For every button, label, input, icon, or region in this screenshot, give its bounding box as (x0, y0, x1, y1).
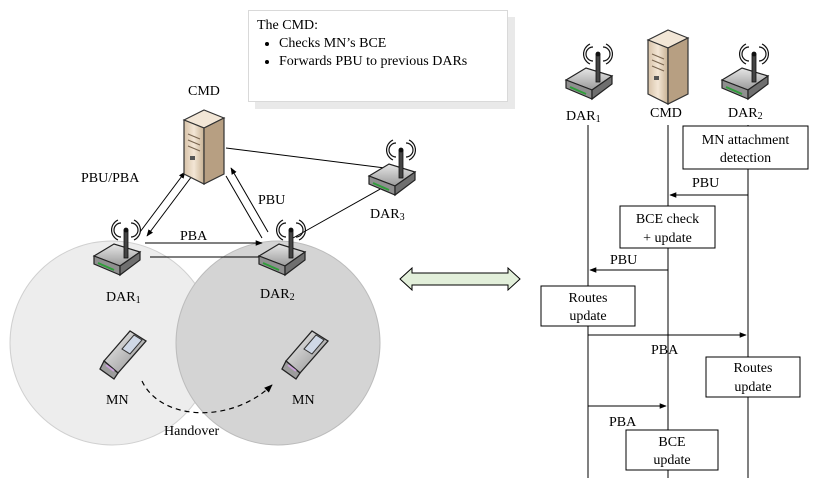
box-bce-update (625, 429, 719, 471)
msg-pba-dar1-cmd-label: PBA (609, 415, 637, 430)
msg-pbu-dar2-cmd-label: PBU (692, 176, 719, 191)
box-routes-update-dar2-line2: update (734, 380, 771, 395)
pbu-arrow-dar1-cmd (139, 171, 186, 233)
msg-pbu-cmd-dar1-label: PBU (610, 253, 637, 268)
seq-dar1-label: DAR1 (566, 109, 601, 125)
seq-cmd-label: CMD (650, 106, 682, 121)
box-routes-update-dar1-line2: update (569, 309, 606, 324)
note-bullet-list: Checks MN’s BCE Forwards PBU to previous… (257, 35, 499, 71)
box-bce-update-line1: BCE (658, 435, 685, 450)
msg-pba-dar1-dar2-label: PBA (651, 343, 679, 358)
box-bce-check-line1: BCE check (636, 212, 699, 227)
box-routes-update-dar2 (705, 356, 801, 398)
link-cmd-dar3 (225, 147, 386, 169)
seq-dar2-label: DAR2 (728, 106, 763, 122)
note-bullet-1: Checks MN’s BCE (279, 35, 499, 53)
seq-cmd-server-icon (647, 29, 689, 105)
pbu-arrow-dar2-cmd (230, 167, 269, 233)
seq-dar2-router-icon (721, 43, 770, 100)
cmd-label: CMD (188, 84, 220, 99)
handover-arrow (141, 380, 273, 414)
box-bce-update-line2: update (653, 453, 690, 468)
box-bce-check (619, 205, 716, 249)
box-mn-attachment-line1: MN attachment (702, 133, 790, 148)
box-bce-check-line2: + update (643, 231, 692, 246)
box-routes-update-dar2-line1: Routes (734, 361, 773, 376)
dar2-label: DAR2 (260, 287, 295, 303)
handover-label: Handover (164, 424, 220, 439)
mn-label-after: MN (292, 393, 315, 408)
note-bullet-2: Forwards PBU to previous DARs (279, 53, 499, 71)
dar3-label: DAR3 (370, 207, 405, 223)
box-mn-attachment-line2: detection (720, 151, 771, 166)
pbu-pba-label: PBU/PBA (81, 171, 140, 186)
note-title: The CMD: (257, 18, 319, 33)
pba-arrow-cmd-dar1 (146, 175, 193, 237)
cmd-callout-note: The CMD: Checks MN’s BCE Forwards PBU to… (248, 10, 508, 102)
box-mn-attachment (682, 125, 809, 170)
pbu-label: PBU (258, 193, 285, 208)
dar3-router-icon (368, 139, 417, 196)
pba-label: PBA (180, 229, 208, 244)
seq-dar1-router-icon (565, 43, 614, 100)
mn-label-before: MN (106, 393, 129, 408)
link-dar2-dar3 (292, 187, 383, 239)
pbu-arrow-dar2-cmd-outline (225, 175, 263, 239)
box-routes-update-dar1-line1: Routes (569, 291, 608, 306)
dar1-label: DAR1 (106, 290, 141, 306)
equivalence-double-arrow (399, 266, 521, 292)
box-routes-update-dar1 (540, 285, 636, 327)
dar2-coverage-cell (175, 240, 381, 446)
cmd-server-icon (183, 109, 225, 185)
